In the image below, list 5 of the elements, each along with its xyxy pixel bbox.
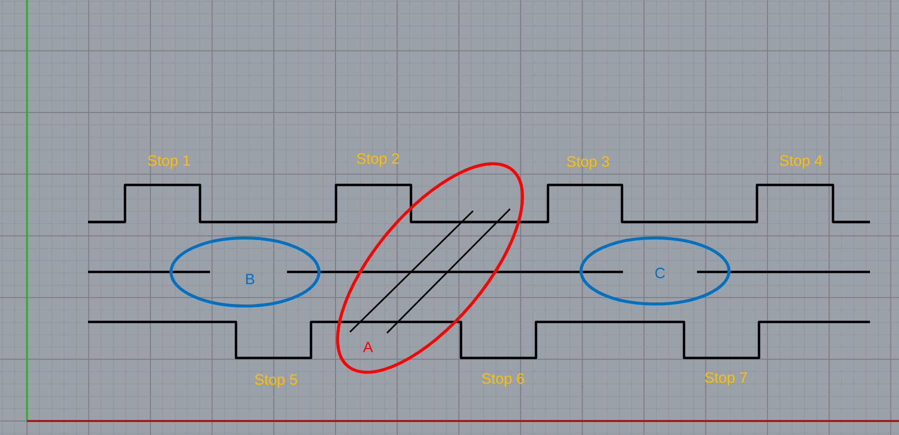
stop-label: Stop 5 <box>255 374 298 388</box>
stop-label: Stop 3 <box>567 156 610 170</box>
stop-label: Stop 1 <box>148 155 190 169</box>
stop-label: Stop 7 <box>705 372 747 386</box>
stop-label: Stop 4 <box>780 155 822 169</box>
